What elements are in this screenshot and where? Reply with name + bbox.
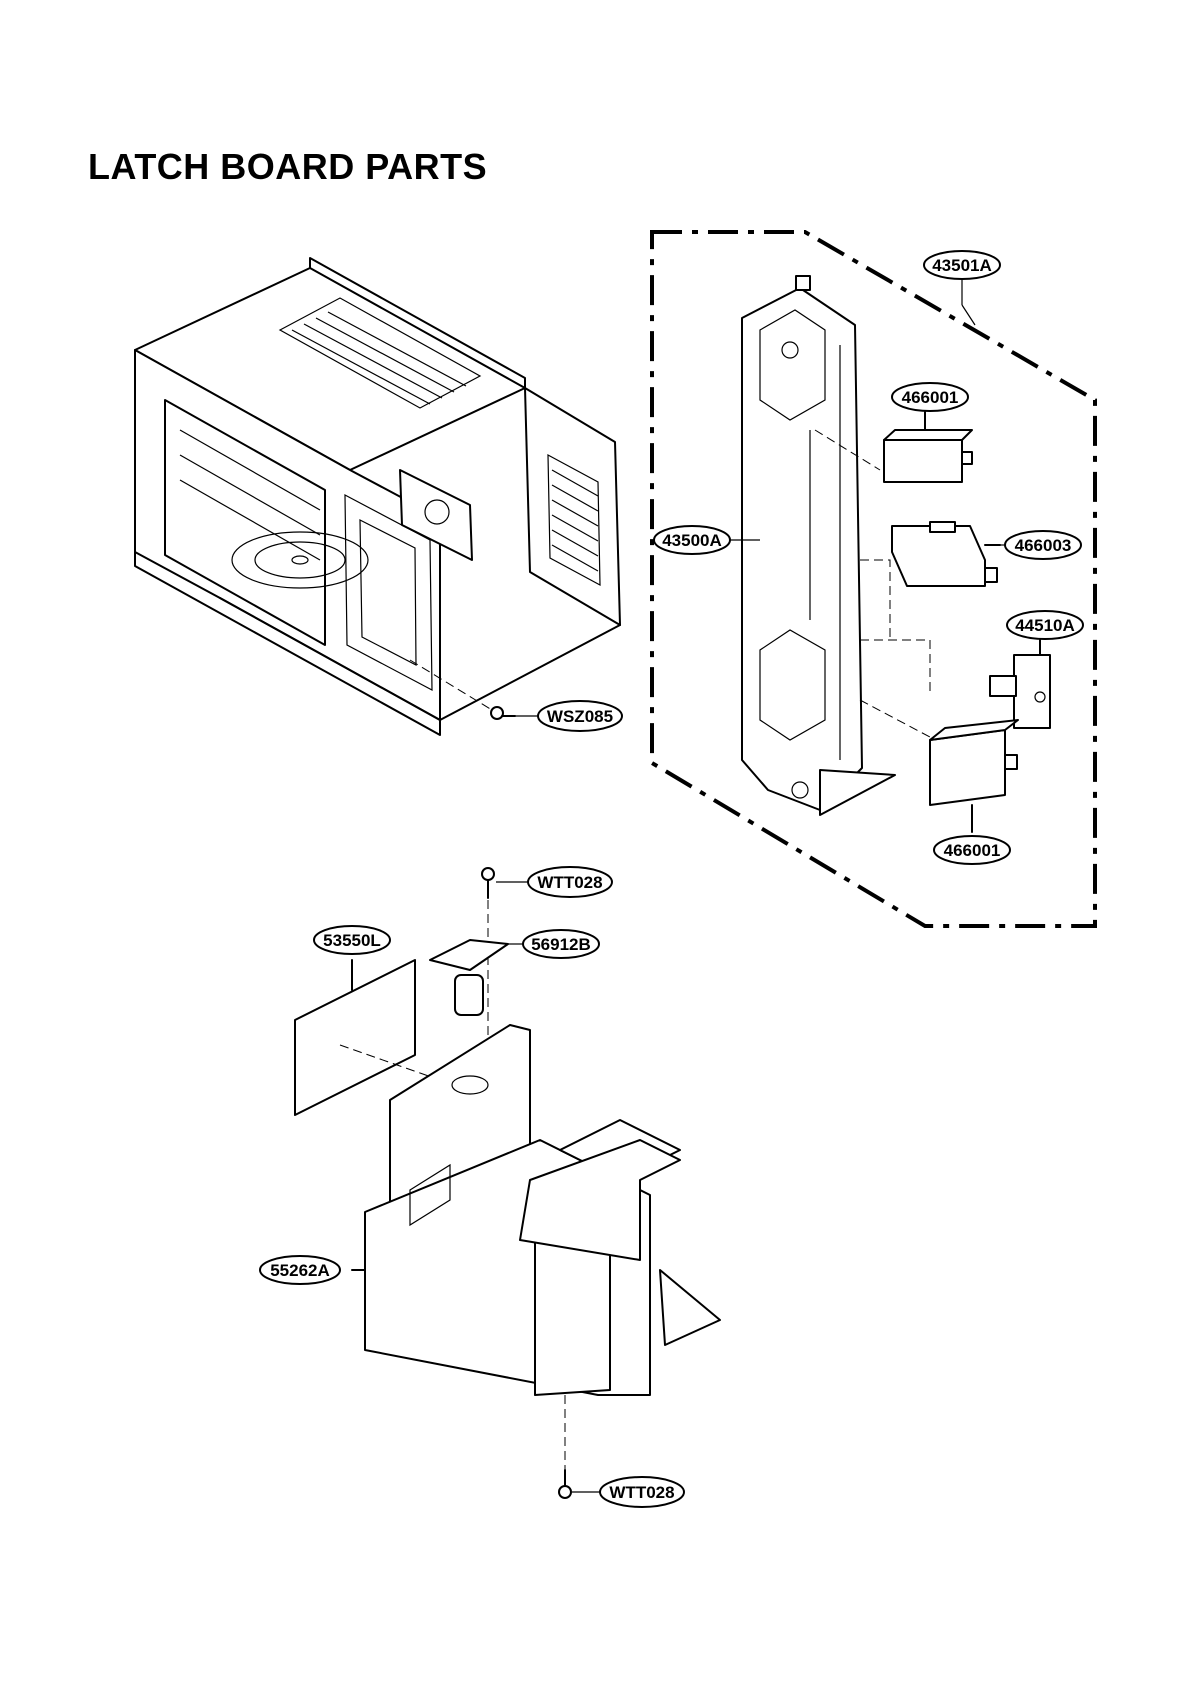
label-wtt028-top: WTT028: [537, 873, 602, 892]
label-43501a: 43501A: [932, 256, 992, 275]
callout-43500a: 43500A: [654, 526, 730, 554]
callout-466001-top: 466001: [892, 383, 968, 411]
callout-wsz085: WSZ085: [538, 701, 622, 731]
box-55262a: [352, 1025, 720, 1470]
bracket-56912b: [430, 940, 523, 1015]
label-44510a: 44510A: [1015, 616, 1075, 635]
switch-466001-bottom: [860, 700, 1018, 832]
label-wtt028-bottom: WTT028: [609, 1483, 674, 1502]
callout-wtt028-bottom: WTT028: [600, 1477, 684, 1507]
label-wsz085: WSZ085: [547, 707, 613, 726]
label-466003: 466003: [1015, 536, 1072, 555]
callout-466001-bottom: 466001: [934, 836, 1010, 864]
callout-466003: 466003: [1005, 531, 1081, 559]
callout-55262a: 55262A: [260, 1256, 340, 1284]
microwave-cavity: [135, 258, 620, 735]
latch-board: [742, 276, 895, 815]
switch-466003: [860, 522, 1000, 640]
label-43500a: 43500A: [662, 531, 722, 550]
label-55262a: 55262A: [270, 1261, 330, 1280]
label-466001-top: 466001: [902, 388, 959, 407]
label-466001-bottom: 466001: [944, 841, 1001, 860]
assembly-boundary: [652, 232, 1095, 926]
label-56912b: 56912B: [531, 935, 591, 954]
callout-43501a: 43501A: [924, 251, 1000, 279]
screw-wtt028-bottom: [559, 1470, 600, 1498]
callout-44510a: 44510A: [1007, 611, 1083, 639]
callout-53550l: 53550L: [314, 926, 390, 954]
label-53550l: 53550L: [323, 931, 381, 950]
callout-wtt028-top: WTT028: [528, 867, 612, 897]
callout-56912b: 56912B: [523, 930, 599, 958]
